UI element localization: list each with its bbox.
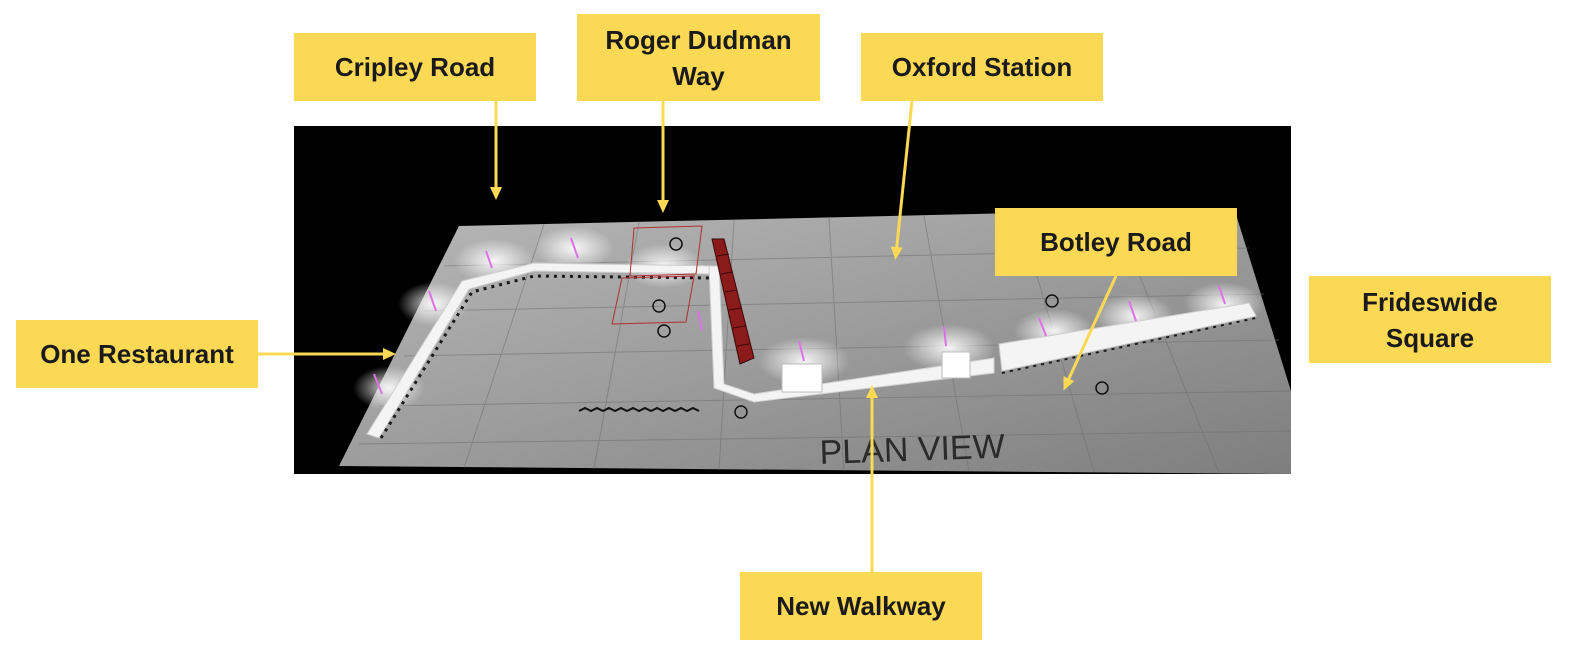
tower-block-windows: [716, 253, 750, 347]
plan-render: PLAN VIEW: [294, 126, 1291, 474]
pavilion-east: [941, 351, 971, 379]
pavilion-west: [781, 363, 823, 393]
walkway-east-segment: [998, 302, 1257, 372]
plan-view-caption: PLAN VIEW: [819, 428, 1005, 472]
walkway-central-segment: [708, 265, 995, 403]
light-posts: [373, 237, 1226, 395]
tower-block: [711, 238, 755, 365]
label-frideswide-square: Frideswide Square: [1309, 276, 1551, 363]
label-cripley-road: Cripley Road: [294, 33, 536, 101]
label-roger-dudman-way: Roger Dudman Way: [577, 14, 820, 101]
site-outline-south: [611, 275, 695, 325]
label-botley-road: Botley Road: [995, 208, 1237, 276]
label-new-walkway: New Walkway: [740, 572, 982, 640]
zigzag-edge: [578, 406, 700, 413]
label-oxford-station: Oxford Station: [861, 33, 1103, 101]
walkway-east-railing: [1001, 317, 1257, 374]
site-outline-north: [629, 225, 703, 277]
label-one-restaurant: One Restaurant: [16, 320, 258, 388]
plan-render-svg: PLAN VIEW: [339, 208, 1291, 474]
